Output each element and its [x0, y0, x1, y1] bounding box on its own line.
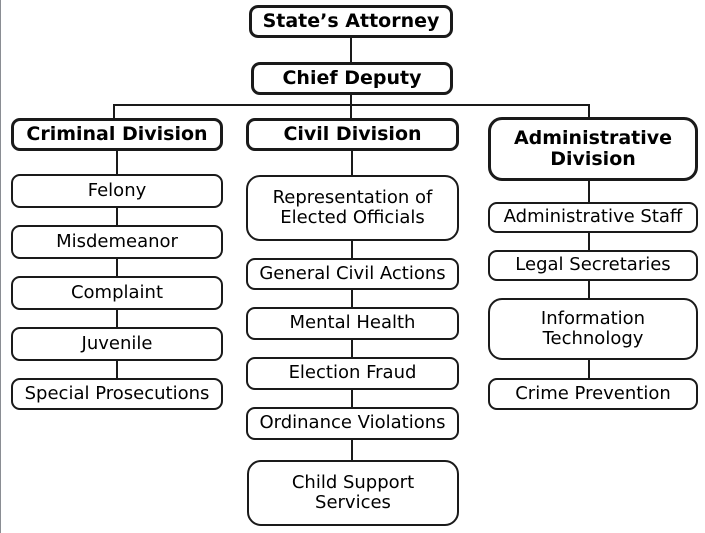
node-misdemeanor-label: Misdemeanor — [56, 230, 178, 252]
node-states-attorney[interactable]: State’s Attorney — [249, 5, 453, 38]
node-legal-secretaries[interactable]: Legal Secretaries — [488, 250, 698, 281]
node-ordinance-violations[interactable]: Ordinance Violations — [246, 407, 459, 440]
node-juvenile-label: Juvenile — [81, 332, 153, 354]
node-special-prosecutions[interactable]: Special Prosecutions — [11, 378, 223, 410]
connector-criminal-to-felony — [116, 151, 118, 175]
connector-staff-to-legal-secretaries — [588, 232, 590, 251]
node-chief-deputy[interactable]: Chief Deputy — [251, 62, 453, 95]
node-civil-division[interactable]: Civil Division — [246, 118, 459, 151]
node-felony-label: Felony — [87, 179, 147, 201]
node-general-civil-actions[interactable]: General Civil Actions — [246, 258, 459, 290]
node-legal-secretaries-label: Legal Secretaries — [515, 254, 671, 276]
node-administrative-staff[interactable]: Administrative Staff — [488, 202, 698, 233]
node-mental-health-label: Mental Health — [289, 312, 416, 334]
node-administrative-division-label: Administrative Division — [513, 126, 673, 170]
connector-bus-to-criminal — [113, 104, 115, 119]
node-ordinance-violations-label: Ordinance Violations — [259, 412, 446, 434]
node-crime-prevention-label: Crime Prevention — [515, 382, 671, 404]
node-mental-health[interactable]: Mental Health — [246, 307, 459, 340]
connector-complaint-to-juvenile — [116, 309, 118, 329]
connector-legal-secretaries-to-it — [588, 280, 590, 299]
connector-juvenile-to-special-prosecutions — [116, 360, 118, 380]
node-states-attorney-label: State’s Attorney — [262, 9, 440, 32]
connector-administrative-to-staff — [588, 180, 590, 203]
connector-division-bus — [113, 104, 590, 106]
node-chief-deputy-label: Chief Deputy — [282, 66, 422, 89]
connector-election-fraud-to-ordinance — [351, 389, 353, 409]
connector-civil-to-representation — [351, 151, 353, 176]
connector-mental-health-to-election-fraud — [351, 339, 353, 359]
node-general-civil-actions-label: General Civil Actions — [259, 262, 446, 284]
node-representation-elected-officials-label: Representation of Elected Officials — [272, 186, 433, 228]
node-civil-division-label: Civil Division — [283, 122, 422, 145]
node-administrative-division[interactable]: Administrative Division — [488, 117, 698, 181]
node-representation-elected-officials[interactable]: Representation of Elected Officials — [246, 175, 459, 241]
node-juvenile[interactable]: Juvenile — [11, 327, 223, 361]
node-election-fraud-label: Election Fraud — [288, 362, 417, 384]
node-misdemeanor[interactable]: Misdemeanor — [11, 225, 223, 259]
node-election-fraud[interactable]: Election Fraud — [246, 357, 459, 390]
connector-attorney-to-chief — [350, 37, 352, 63]
node-felony[interactable]: Felony — [11, 174, 223, 208]
connector-it-to-crime-prevention — [588, 359, 590, 379]
node-child-support-services[interactable]: Child Support Services — [247, 460, 459, 526]
node-complaint[interactable]: Complaint — [11, 276, 223, 310]
node-administrative-staff-label: Administrative Staff — [503, 206, 683, 228]
node-special-prosecutions-label: Special Prosecutions — [24, 382, 210, 404]
connector-felony-to-misdemeanor — [116, 207, 118, 227]
connector-ordinance-to-child-support — [351, 439, 353, 461]
connector-misdemeanor-to-complaint — [116, 258, 118, 278]
node-child-support-services-label: Child Support Services — [291, 471, 415, 513]
node-criminal-division-label: Criminal Division — [26, 122, 208, 145]
node-information-technology[interactable]: Information Technology — [488, 298, 698, 360]
connector-representation-to-general-civil — [351, 240, 353, 260]
connector-bus-to-administrative — [588, 104, 590, 118]
connector-general-civil-to-mental-health — [351, 289, 353, 309]
node-crime-prevention[interactable]: Crime Prevention — [488, 378, 698, 410]
connector-chief-stem — [350, 94, 352, 118]
node-criminal-division[interactable]: Criminal Division — [11, 118, 223, 151]
node-complaint-label: Complaint — [70, 281, 164, 303]
node-information-technology-label: Information Technology — [540, 307, 646, 349]
